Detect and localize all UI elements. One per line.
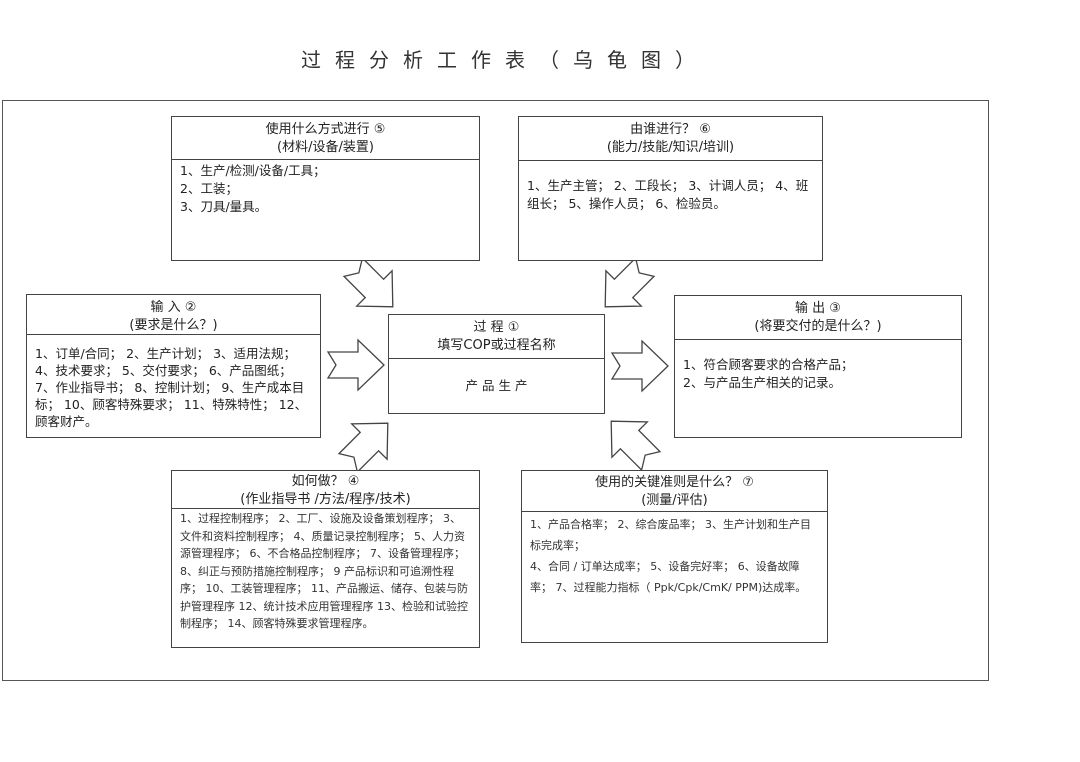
- input-subheading: (要求是什么？): [129, 318, 218, 333]
- input-box: 输 入 ② (要求是什么？) 1、订单/合同； 2、生产计划； 3、适用法规； …: [26, 294, 321, 438]
- how-heading: 如何做？ ④: [291, 474, 360, 489]
- how-box: 如何做？ ④ (作业指导书 /方法/程序/技术) 1、过程控制程序； 2、工厂、…: [171, 470, 480, 648]
- criteria-subheading: (测量/评估): [641, 493, 708, 508]
- who-body: 1、生产主管； 2、工段长； 3、计调人员； 4、班组长； 5、操作人员； 6、…: [527, 178, 809, 211]
- process-box: 过 程 ① 填写COP或过程名称 产 品 生 产: [388, 314, 605, 414]
- criteria-item: 4、合同 / 订单达成率； 5、设备完好率； 6、设备故障率； 7、过程能力指标…: [530, 560, 807, 594]
- arrow-input-to-process: [327, 339, 385, 391]
- how-body: 1、过程控制程序； 2、工厂、设施及设备策划程序； 3、文件和资料控制程序； 4…: [180, 512, 468, 630]
- means-box: 使用什么方式进行 ⑤ (材料/设备/装置) 1、生产/检测/设备/工具； 2、工…: [171, 116, 480, 261]
- means-item: 1、生产/检测/设备/工具；: [180, 163, 326, 178]
- process-heading: 过 程 ①: [473, 320, 520, 335]
- output-item: 2、与产品生产相关的记录。: [683, 375, 841, 390]
- who-subheading: (能力/技能/知识/培训): [606, 140, 735, 155]
- output-item: 1、符合顾客要求的合格产品；: [683, 357, 854, 372]
- means-item: 2、工装；: [180, 181, 238, 196]
- criteria-item: 1、产品合格率； 2、综合废品率； 3、生产计划和生产目标完成率；: [530, 518, 811, 552]
- output-subheading: (将要交付的是什么？): [754, 319, 882, 334]
- means-item: 3、刀具/量具。: [180, 199, 268, 214]
- diagram-frame: [2, 100, 989, 681]
- page-title: 过程分析工作表（乌龟图）: [301, 48, 709, 72]
- criteria-box: 使用的关键准则是什么？ ⑦ (测量/评估) 1、产品合格率； 2、综合废品率； …: [521, 470, 828, 643]
- how-subheading: (作业指导书 /方法/程序/技术): [240, 492, 411, 507]
- arrow-process-to-output: [611, 340, 669, 392]
- who-box: 由谁进行？ ⑥ (能力/技能/知识/培训) 1、生产主管； 2、工段长； 3、计…: [518, 116, 823, 261]
- output-box: 输 出 ③ (将要交付的是什么？) 1、符合顾客要求的合格产品； 2、与产品生产…: [674, 295, 962, 438]
- input-heading: 输 入 ②: [150, 300, 197, 315]
- process-subheading: 填写COP或过程名称: [437, 338, 556, 353]
- output-heading: 输 出 ③: [795, 301, 841, 316]
- input-body: 1、订单/合同； 2、生产计划； 3、适用法规； 4、技术要求； 5、交付要求；…: [35, 346, 308, 429]
- process-name: 产 品 生 产: [465, 378, 528, 393]
- who-heading: 由谁进行？ ⑥: [630, 122, 711, 137]
- criteria-heading: 使用的关键准则是什么？ ⑦: [595, 475, 754, 490]
- means-subheading: (材料/设备/装置): [277, 140, 374, 155]
- arrow-criteria-to-process: [592, 402, 670, 480]
- means-heading: 使用什么方式进行 ⑤: [265, 122, 386, 137]
